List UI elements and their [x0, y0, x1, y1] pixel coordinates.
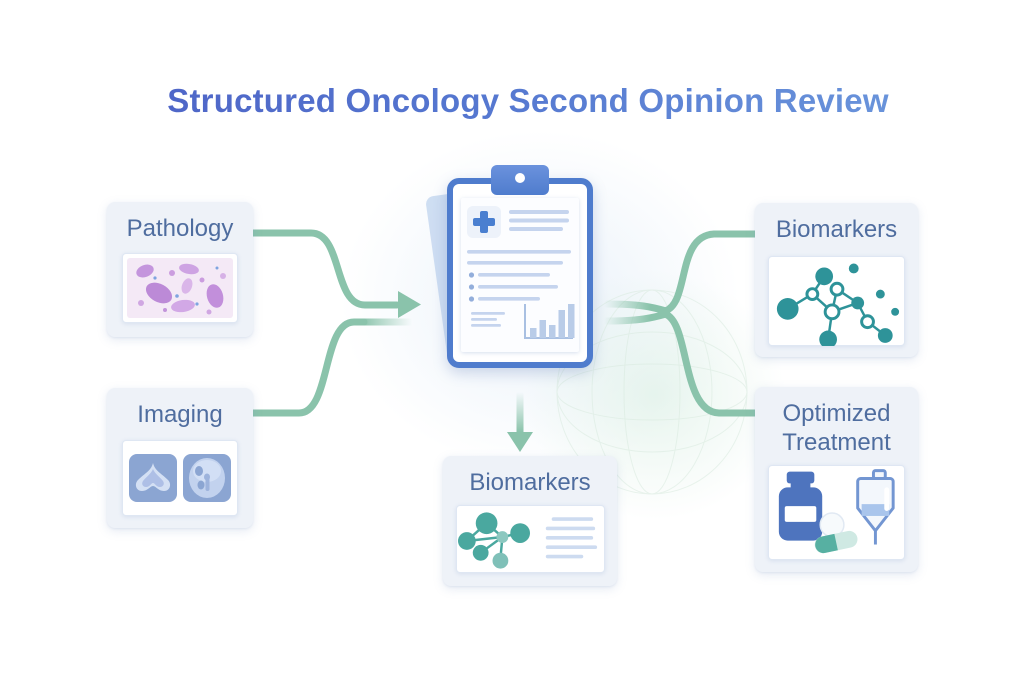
biomarkers-bottom-node: Biomarkers [443, 456, 617, 586]
ct-mri-scan-icons [129, 454, 231, 502]
molecule-network-icon [776, 263, 900, 346]
report-out-bottom-line [602, 310, 670, 325]
pathology-node: Pathology [107, 202, 253, 337]
clip-hole-icon [515, 173, 525, 183]
medical-cross-icon [473, 211, 495, 233]
arrowhead-down-icon [507, 432, 533, 452]
iv-highlight [884, 487, 890, 512]
imaging-node: Imaging [107, 388, 253, 528]
medication-and-iv-bag-icons [778, 469, 895, 554]
bar-chart-icon [524, 304, 575, 339]
pill-bottle-icon [778, 471, 823, 541]
arrowhead-right-icon [398, 291, 421, 318]
report-page [461, 198, 579, 352]
optimized-treatment-label: Optimized Treatment [782, 400, 891, 456]
imaging-to-report-line [249, 318, 368, 417]
imaging-image-frame [122, 440, 238, 516]
pathology-label: Pathology [126, 215, 234, 242]
biomarkers-right-frame [768, 256, 905, 346]
biomarkers-bottom-label: Biomarkers [469, 469, 591, 496]
optimized-treatment-node: Optimized Treatment [755, 387, 918, 572]
biomarkers-bottom-frame [455, 505, 605, 573]
iv-fluid [861, 504, 890, 516]
treatment-frame [768, 465, 905, 560]
report-content-art [467, 206, 575, 339]
molecule-network-icon [457, 512, 597, 569]
biomarkers-right-node: Biomarkers [755, 203, 918, 357]
histology-slide-icon [127, 258, 233, 318]
biomarkers-right-label: Biomarkers [775, 216, 898, 243]
report-node [425, 160, 608, 375]
pathology-image-frame [122, 253, 238, 323]
clipboard-icon [447, 165, 593, 368]
capsule-icon [814, 530, 858, 554]
bottle-label [784, 506, 817, 522]
text-lines [545, 517, 597, 559]
report-to-biomarkers-line [661, 230, 760, 315]
mri-scan-icon [189, 458, 225, 498]
pathology-to-report-line [249, 229, 401, 309]
imaging-label: Imaging [137, 401, 223, 428]
page-title: Structured Oncology Second Opinion Revie… [32, 82, 1024, 120]
ct-scan-icon [135, 463, 171, 491]
report-to-treatment-line [661, 310, 760, 417]
report-out-top-line [602, 300, 670, 315]
clipboard-clip-icon [491, 165, 549, 195]
